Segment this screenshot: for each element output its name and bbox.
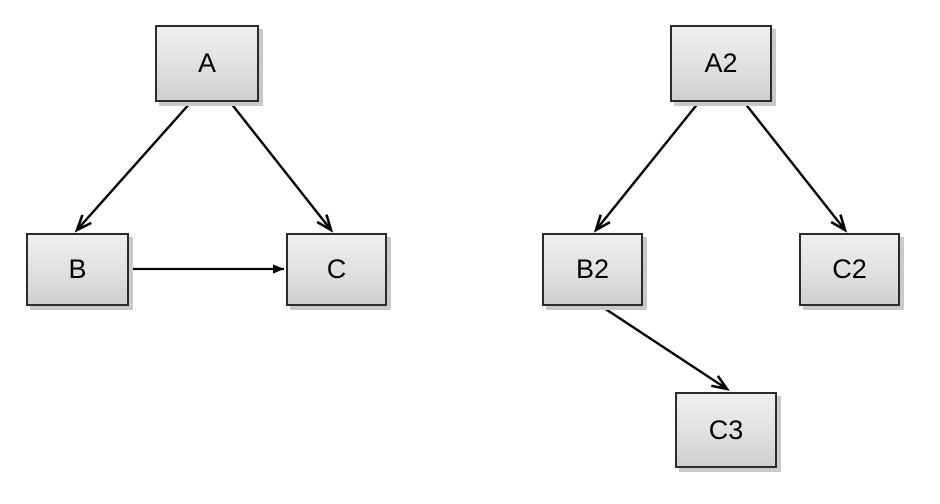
node-c3[interactable]: C3 (675, 392, 777, 468)
arrowhead-open-icon (74, 214, 92, 233)
node-label: C3 (708, 414, 744, 445)
node-a2[interactable]: A2 (670, 25, 772, 102)
node-label: A (197, 48, 216, 78)
node-b[interactable]: B (26, 233, 129, 306)
edge-b-to-c (130, 264, 284, 274)
edge-a2-to-b2 (593, 101, 700, 233)
edge-a2-to-c2 (743, 101, 848, 233)
node-b2[interactable]: B2 (542, 233, 643, 306)
node-c2[interactable]: C2 (799, 233, 900, 306)
edge-line (229, 101, 332, 231)
node-a[interactable]: A (155, 25, 259, 102)
arrowhead-open-icon (316, 214, 334, 233)
arrowhead-open-icon (593, 214, 611, 233)
arrowhead-open-icon (830, 214, 848, 233)
edge-line (76, 101, 192, 231)
edge-line (595, 101, 700, 231)
node-label: C (326, 254, 347, 284)
edge-line (600, 304, 728, 391)
node-label: B (68, 254, 87, 284)
arrowhead-open-icon (711, 375, 730, 391)
edge-a-to-b (74, 101, 192, 233)
arrowhead-solid-icon (273, 264, 284, 274)
node-label: C2 (832, 254, 867, 284)
edge-b2-to-c3 (600, 304, 730, 391)
node-label: A2 (704, 48, 738, 78)
edge-a-to-c (229, 101, 334, 233)
node-label: B2 (575, 254, 610, 284)
node-c[interactable]: C (286, 233, 387, 306)
edge-line (743, 101, 846, 231)
